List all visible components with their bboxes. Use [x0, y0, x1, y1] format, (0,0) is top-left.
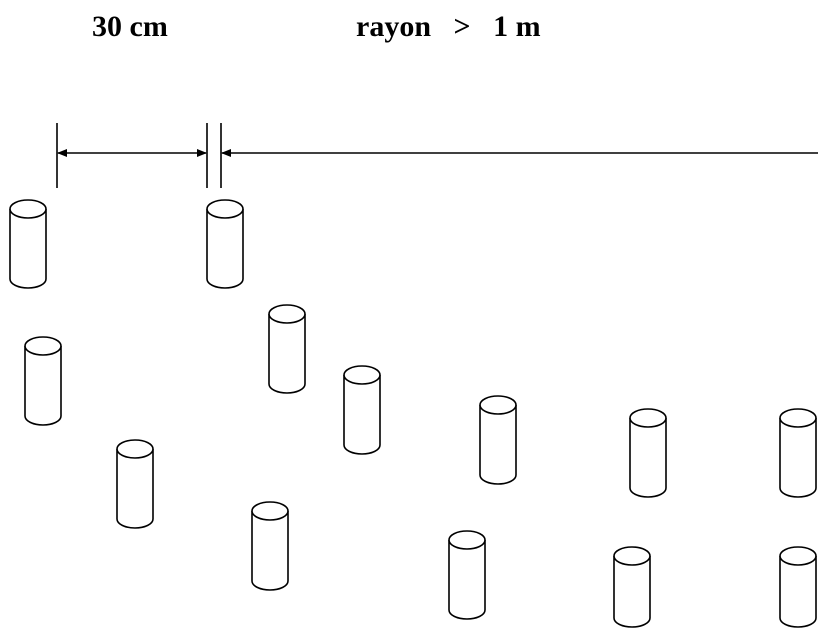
- stake-cylinder: [343, 365, 381, 455]
- stake-cylinder: [779, 408, 817, 498]
- radius-label: rayon > 1 m: [356, 10, 541, 43]
- stake-cylinder: [448, 530, 486, 620]
- stake-cylinder: [251, 501, 289, 591]
- stake-cylinder: [779, 546, 817, 628]
- stake-cylinder: [479, 395, 517, 485]
- stake-cylinder: [629, 408, 667, 498]
- stake-cylinder: [24, 336, 62, 426]
- stake-cylinder: [116, 439, 154, 529]
- stake-cylinder: [206, 199, 244, 289]
- stakes-group: [9, 199, 817, 628]
- dimension-markers: [56, 123, 818, 188]
- stake-cylinder: [268, 304, 306, 394]
- stake-cylinder: [9, 199, 47, 289]
- stake-cylinder: [613, 546, 651, 628]
- spacing-label: 30 cm: [92, 10, 168, 43]
